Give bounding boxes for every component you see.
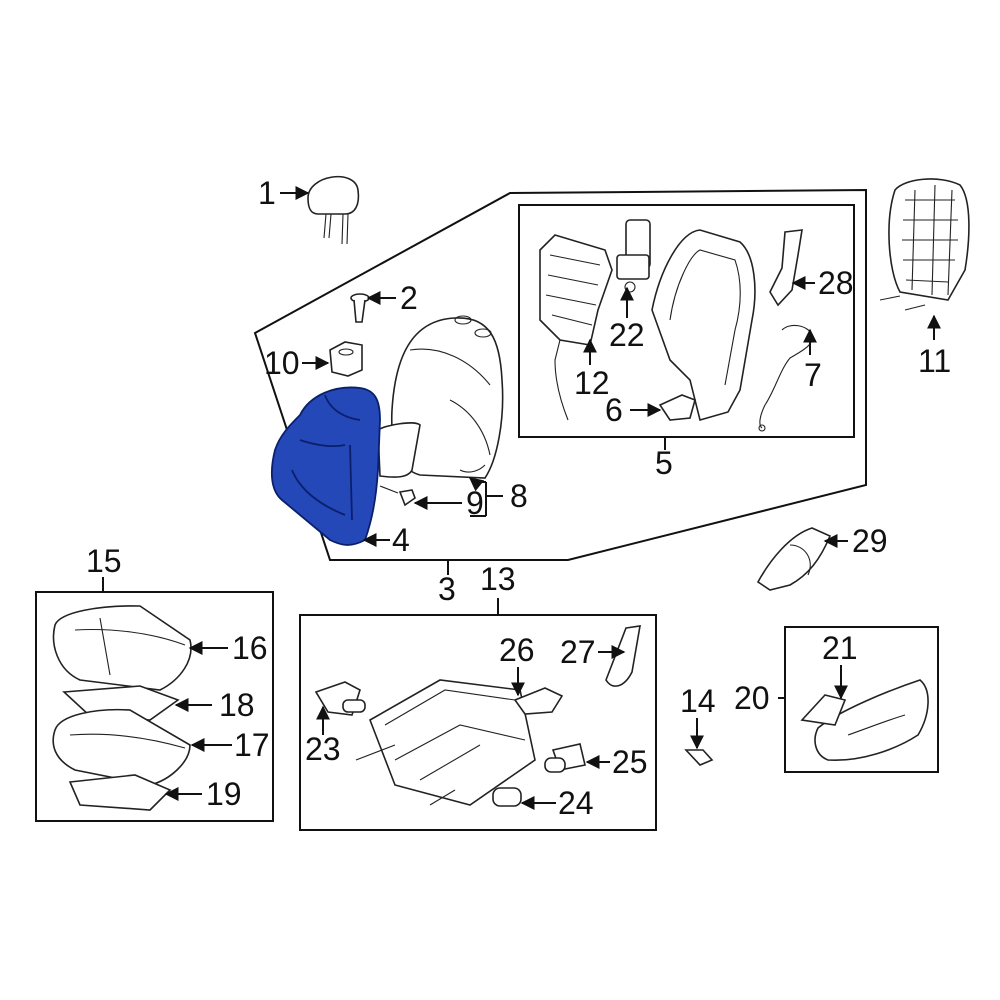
recliner-motor-icon[interactable] <box>616 219 651 293</box>
callout-19: 19 <box>206 776 242 812</box>
callout-18: 18 <box>219 687 255 723</box>
seat-cushion-pad-icon[interactable] <box>52 708 191 786</box>
side-cover-icon[interactable] <box>756 527 832 591</box>
seat-track-frame-icon[interactable] <box>355 679 536 806</box>
callout-9: 9 <box>466 485 484 521</box>
callout-22: 22 <box>609 317 645 353</box>
callout-5: 5 <box>655 445 673 481</box>
callout-21: 21 <box>822 630 858 666</box>
callout-17: 17 <box>234 727 270 763</box>
callout-24: 24 <box>558 785 594 821</box>
recliner-latch-icon[interactable] <box>658 394 696 421</box>
callout-14: 14 <box>680 683 716 719</box>
lumbar-support-icon[interactable] <box>539 234 613 421</box>
callout-13: 13 <box>480 561 516 597</box>
callout-26: 26 <box>499 632 535 668</box>
callout-6: 6 <box>605 392 623 428</box>
side-shield-icon[interactable] <box>814 679 929 761</box>
callout-3: 3 <box>438 571 456 607</box>
leader-lines <box>102 186 941 810</box>
frame-group-box <box>518 204 855 438</box>
callout-12: 12 <box>574 365 610 401</box>
callout-27: 27 <box>560 634 596 670</box>
slide-motor-icon[interactable] <box>544 743 586 773</box>
callout-7: 7 <box>804 357 822 393</box>
shield-knob-icon[interactable] <box>800 694 847 726</box>
callout-4: 4 <box>392 522 410 558</box>
callout-11: 11 <box>918 343 951 379</box>
callout-1: 1 <box>258 175 276 211</box>
side-shield-group-box <box>784 626 939 773</box>
callout-20: 20 <box>734 680 770 716</box>
callout-29: 29 <box>852 523 888 559</box>
cover-clip-icon[interactable] <box>684 749 714 766</box>
cushion-group-box <box>35 591 274 822</box>
wire-harness-icon[interactable] <box>758 324 813 432</box>
callout-23: 23 <box>305 731 341 767</box>
callout-2: 2 <box>400 280 418 316</box>
frame-bracket-icon[interactable] <box>769 229 803 307</box>
pump-motor-icon[interactable] <box>492 787 522 807</box>
seat-track-group-box <box>299 614 657 831</box>
callout-10: 10 <box>264 345 300 381</box>
cushion-sheet-icon[interactable] <box>68 774 172 811</box>
trim-clip-icon[interactable] <box>379 485 416 507</box>
callout-25: 25 <box>612 744 648 780</box>
guide-bracket-icon[interactable] <box>329 341 363 377</box>
headrest-guide-icon[interactable] <box>350 293 370 323</box>
seat-back-group-outline <box>253 188 867 561</box>
callout-16: 16 <box>232 630 268 666</box>
side-trim-piece-icon[interactable] <box>605 625 641 687</box>
headrest-icon[interactable] <box>307 175 360 245</box>
seat-cushion-cover-icon[interactable] <box>52 605 192 691</box>
track-motor-bracket-icon[interactable] <box>513 687 564 715</box>
seat-back-board-icon[interactable] <box>879 178 970 311</box>
callout-8: 8 <box>510 478 528 514</box>
seat-back-pad-icon[interactable] <box>377 422 421 478</box>
callout-28: 28 <box>818 265 854 301</box>
seat-back-frame-icon[interactable] <box>651 229 756 421</box>
callout-15: 15 <box>86 543 122 579</box>
callout-labels: 1 2 3 4 5 6 7 8 9 10 11 12 13 14 15 16 1… <box>86 175 951 821</box>
seat-back-cover-icon[interactable] <box>270 386 381 546</box>
